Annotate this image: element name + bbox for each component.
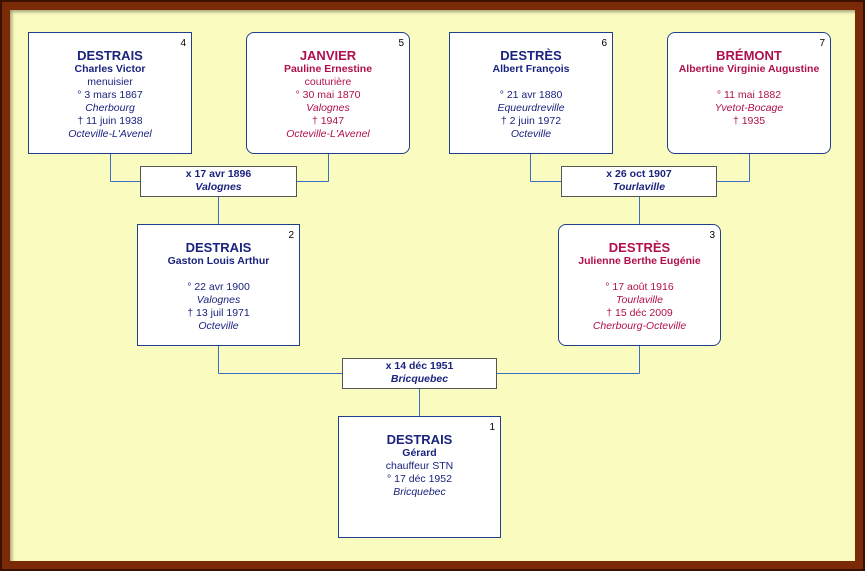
marriage-date: x 14 déc 1951 bbox=[385, 360, 454, 372]
person-card-5[interactable]: 5 JANVIER Pauline Ernestine couturière °… bbox=[246, 32, 410, 154]
person-card-2[interactable]: 2 DESTRAIS Gaston Louis Arthur ° 22 avr … bbox=[137, 224, 300, 346]
person-card-3[interactable]: 3 DESTRÈS Julienne Berthe Eugénie ° 17 a… bbox=[558, 224, 721, 346]
birth-date: ° 3 mars 1867 bbox=[77, 89, 143, 101]
person-number: 3 bbox=[709, 230, 715, 241]
death-date: † 15 déc 2009 bbox=[606, 307, 673, 319]
person-number: 5 bbox=[398, 38, 404, 49]
blank-line bbox=[450, 76, 612, 89]
birth-date: ° 22 avr 1900 bbox=[187, 281, 250, 293]
person-number: 4 bbox=[180, 38, 186, 49]
given-names: Albert François bbox=[492, 63, 570, 75]
person-card-4[interactable]: 4 DESTRAIS Charles Victor menuisier ° 3 … bbox=[28, 32, 192, 154]
surname: JANVIER bbox=[299, 48, 357, 63]
marriage-place: Tourlaville bbox=[612, 181, 666, 193]
person-number: 1 bbox=[489, 422, 495, 433]
birth-place: Equeurdreville bbox=[497, 102, 565, 114]
blank-line bbox=[559, 268, 720, 281]
surname: DESTRAIS bbox=[386, 432, 453, 447]
surname: DESTRAIS bbox=[185, 240, 252, 255]
person-card-7[interactable]: 7 BRÉMONT Albertine Virginie Augustine °… bbox=[667, 32, 831, 154]
occupation: chauffeur STN bbox=[385, 460, 454, 472]
death-date: † 2 juin 1972 bbox=[500, 115, 562, 127]
death-place: Octeville-L'Avenel bbox=[68, 128, 152, 140]
birth-place: Bricquebec bbox=[393, 486, 446, 498]
surname: DESTRÈS bbox=[608, 240, 671, 255]
person-card-6[interactable]: 6 DESTRÈS Albert François ° 21 avr 1880 … bbox=[449, 32, 613, 154]
marriage-box-6-7[interactable]: x 26 oct 1907 Tourlaville bbox=[561, 166, 717, 197]
blank-line bbox=[138, 268, 299, 281]
given-names: Julienne Berthe Eugénie bbox=[578, 255, 701, 267]
death-date: † 11 juin 1938 bbox=[77, 115, 143, 127]
person-card-1[interactable]: 1 DESTRAIS Gérard chauffeur STN ° 17 déc… bbox=[338, 416, 501, 538]
birth-date: ° 17 août 1916 bbox=[605, 281, 674, 293]
birth-date: ° 11 mai 1882 bbox=[716, 89, 782, 101]
occupation: couturière bbox=[304, 76, 352, 88]
given-names: Gaston Louis Arthur bbox=[167, 255, 270, 267]
blank-line bbox=[668, 76, 830, 89]
person-number: 6 bbox=[601, 38, 607, 49]
marriage-date: x 17 avr 1896 bbox=[185, 168, 252, 180]
given-names: Gérard bbox=[402, 447, 437, 459]
birth-date: ° 21 avr 1880 bbox=[499, 89, 563, 101]
given-names: Pauline Ernestine bbox=[283, 63, 373, 75]
birth-date: ° 30 mai 1870 bbox=[295, 89, 361, 101]
surname: DESTRÈS bbox=[500, 48, 562, 63]
person-number: 2 bbox=[288, 230, 294, 241]
surname: DESTRAIS bbox=[77, 48, 143, 63]
marriage-box-2-3[interactable]: x 14 déc 1951 Bricquebec bbox=[342, 358, 497, 389]
death-place: Octeville-L'Avenel bbox=[286, 128, 370, 140]
surname: BRÉMONT bbox=[716, 48, 782, 63]
birth-place: Tourlaville bbox=[616, 294, 663, 306]
birth-place: Yvetot-Bocage bbox=[714, 102, 784, 114]
marriage-place: Bricquebec bbox=[390, 373, 449, 385]
death-place: Octeville bbox=[198, 320, 239, 332]
birth-place: Cherbourg bbox=[85, 102, 135, 114]
marriage-place: Valognes bbox=[195, 181, 242, 193]
death-date: † 13 juil 1971 bbox=[187, 307, 250, 319]
death-date: † 1935 bbox=[732, 115, 766, 127]
given-names: Albertine Virginie Augustine bbox=[678, 63, 820, 75]
marriage-box-4-5[interactable]: x 17 avr 1896 Valognes bbox=[140, 166, 297, 197]
birth-date: ° 17 déc 1952 bbox=[387, 473, 452, 485]
death-date: † 1947 bbox=[311, 115, 345, 127]
given-names: Charles Victor bbox=[74, 63, 146, 75]
birth-place: Valognes bbox=[196, 294, 241, 306]
occupation: menuisier bbox=[87, 76, 133, 88]
person-number: 7 bbox=[819, 38, 825, 49]
birth-place: Valognes bbox=[306, 102, 350, 114]
death-place: Cherbourg-Octeville bbox=[592, 320, 687, 332]
death-place: Octeville bbox=[510, 128, 552, 140]
marriage-date: x 26 oct 1907 bbox=[606, 168, 672, 180]
